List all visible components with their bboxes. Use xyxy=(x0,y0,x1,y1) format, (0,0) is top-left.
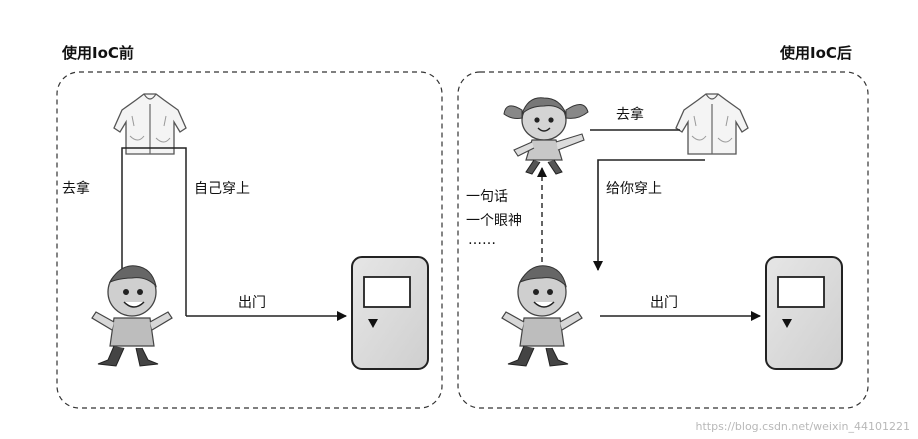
door-icon xyxy=(765,256,843,370)
title-before: 使用IoC前 xyxy=(62,44,134,62)
right-go-take-label: 去拿 xyxy=(616,107,644,123)
boy-icon xyxy=(501,265,583,367)
jacket-icon xyxy=(113,93,187,155)
right-help-wear-label: 给你穿上 xyxy=(606,181,662,197)
right-panel-frame xyxy=(457,71,869,409)
signal-line-1: 一句话 xyxy=(466,189,508,205)
help-wear-arrow xyxy=(593,159,705,271)
right-go-out-label: 出门 xyxy=(650,295,678,311)
door-icon xyxy=(351,256,429,370)
boy-icon xyxy=(91,265,173,367)
jacket-icon xyxy=(675,93,749,155)
left-wear-self-label: 自己穿上 xyxy=(194,181,250,197)
title-after: 使用IoC后 xyxy=(780,44,852,62)
left-go-out-label: 出门 xyxy=(238,295,266,311)
left-go-take-label: 去拿 xyxy=(62,181,90,197)
signal-line-2: 一个眼神 xyxy=(466,213,522,229)
girl-icon xyxy=(503,97,589,175)
signal-line-3: …… xyxy=(468,232,496,248)
watermark: https://blog.csdn.net/weixin_44101221 xyxy=(695,420,910,433)
go-take-line xyxy=(121,147,187,316)
